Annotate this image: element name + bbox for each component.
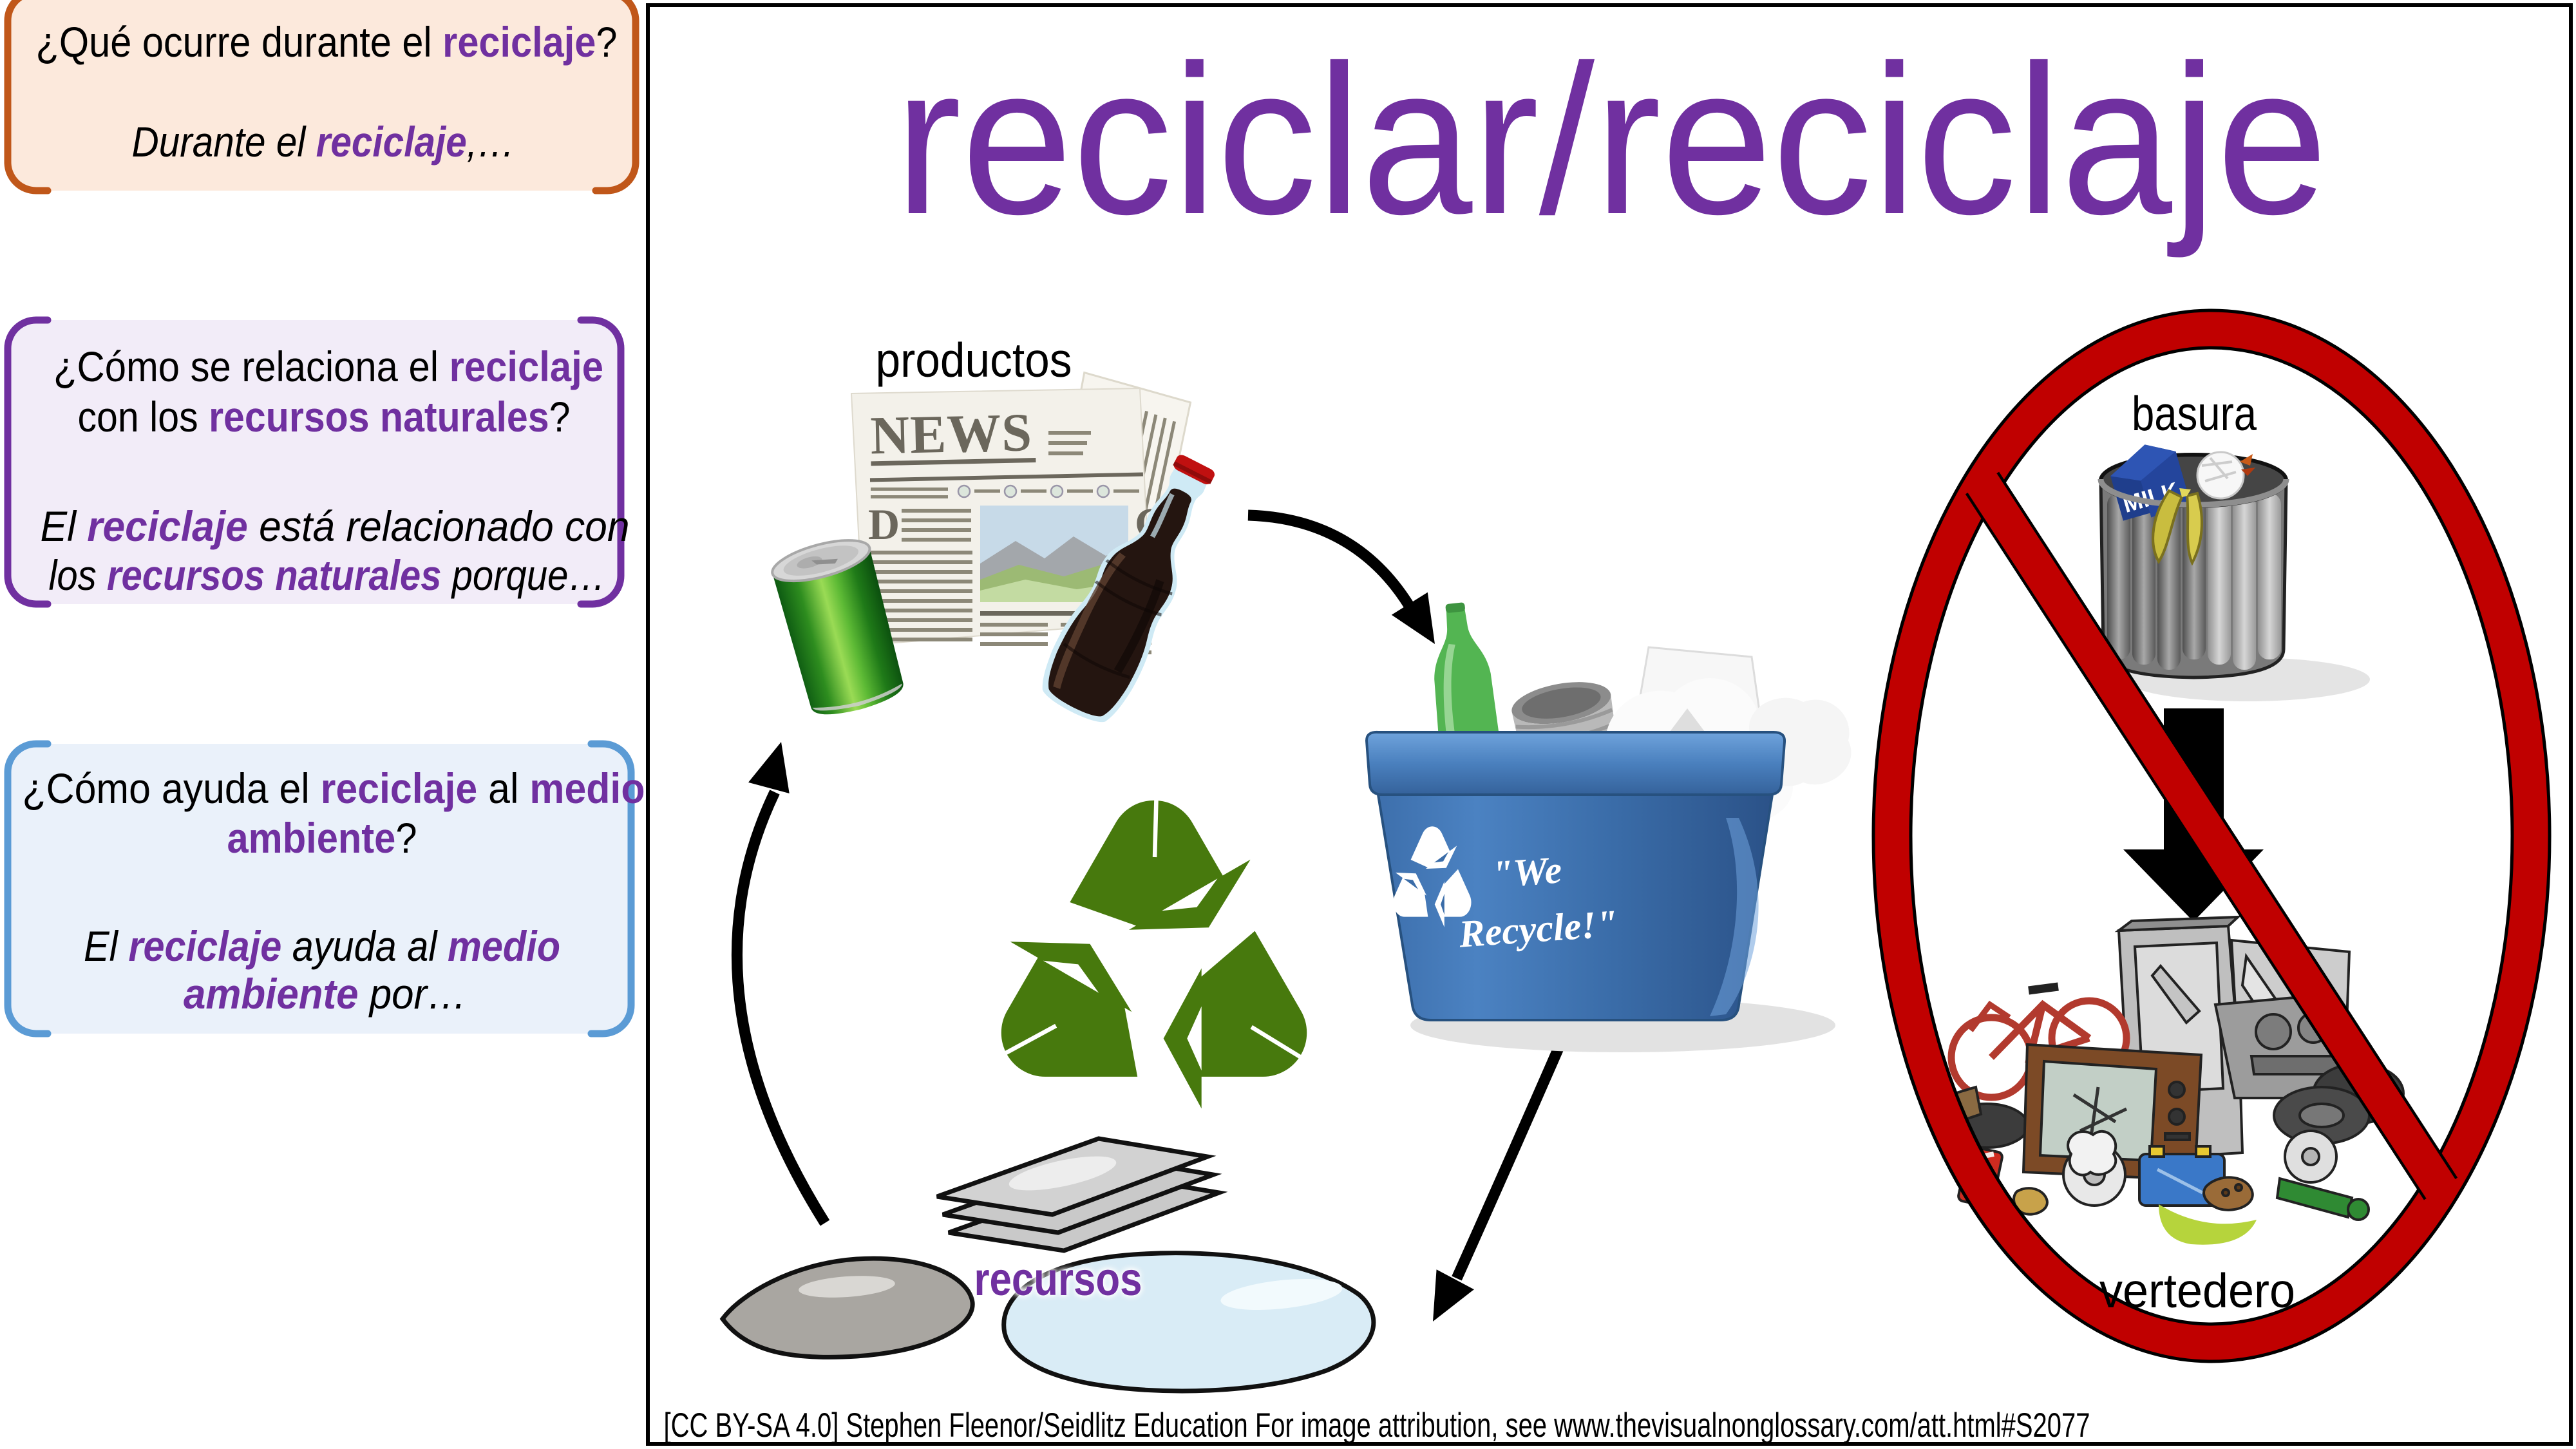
svg-text:D: D bbox=[868, 500, 900, 549]
svg-text:"We: "We bbox=[1490, 848, 1563, 895]
svg-text:NEWS: NEWS bbox=[870, 402, 1033, 466]
